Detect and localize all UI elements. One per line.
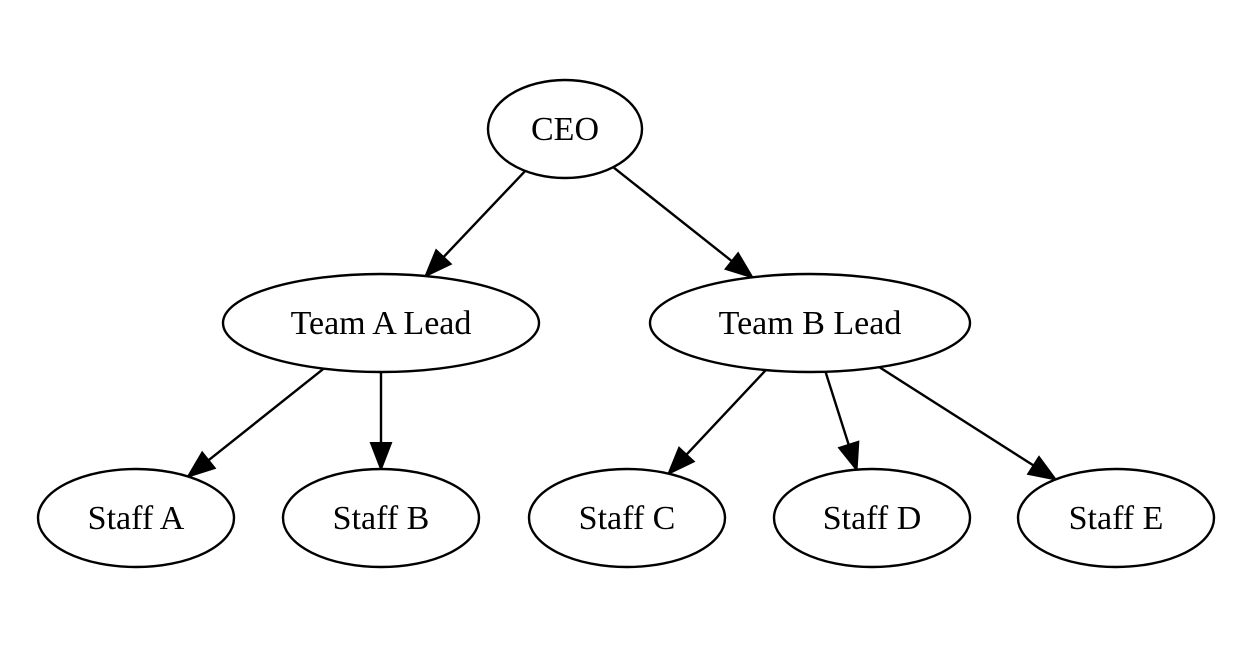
edge-team-b-lead-to-staff-e [878,366,1058,481]
node-label: Staff C [579,500,676,537]
node-label: Team A Lead [291,305,472,342]
node-ellipse [36,467,236,569]
edge-line [878,366,1035,467]
node-staff-b: Staff B [281,467,481,569]
edge-line [612,166,733,263]
arrowhead-icon [1026,455,1058,481]
edge-ceo-to-team-b-lead [612,166,755,280]
node-ellipse [1016,467,1216,569]
node-staff-c: Staff C [527,467,727,569]
edge-ceo-to-team-a-lead [423,170,527,279]
node-ellipse [221,272,541,374]
node-label: Staff D [823,500,922,537]
node-ellipse [527,467,727,569]
edges-layer [185,166,1058,481]
edge-team-a-lead-to-staff-b [369,372,393,472]
node-ceo: CEO [486,78,644,180]
node-label: Staff A [88,500,185,537]
node-label: Staff B [333,500,430,537]
node-ellipse [772,467,972,569]
node-staff-a: Staff A [36,467,236,569]
node-ellipse [648,272,972,374]
arrowhead-icon [724,251,755,280]
arrowhead-icon [369,442,393,472]
edge-team-b-lead-to-staff-c [666,369,767,476]
edge-team-b-lead-to-staff-d [824,371,860,473]
edge-line [685,369,767,456]
node-label: Staff E [1069,500,1164,537]
arrowhead-icon [185,450,217,479]
node-team-a-lead: Team A Lead [221,272,541,374]
arrowhead-icon [666,446,696,476]
node-label: CEO [531,111,599,148]
edge-line [442,170,527,258]
edge-line [824,371,850,446]
node-team-b-lead: Team B Lead [648,272,972,374]
edge-team-a-lead-to-staff-a [185,367,325,479]
node-staff-e: Staff E [1016,467,1216,569]
node-staff-d: Staff D [772,467,972,569]
arrowhead-icon [837,440,860,473]
node-ellipse [486,78,644,180]
edge-line [207,367,325,462]
arrowhead-icon [423,248,453,279]
node-ellipse [281,467,481,569]
node-label: Team B Lead [719,305,902,342]
